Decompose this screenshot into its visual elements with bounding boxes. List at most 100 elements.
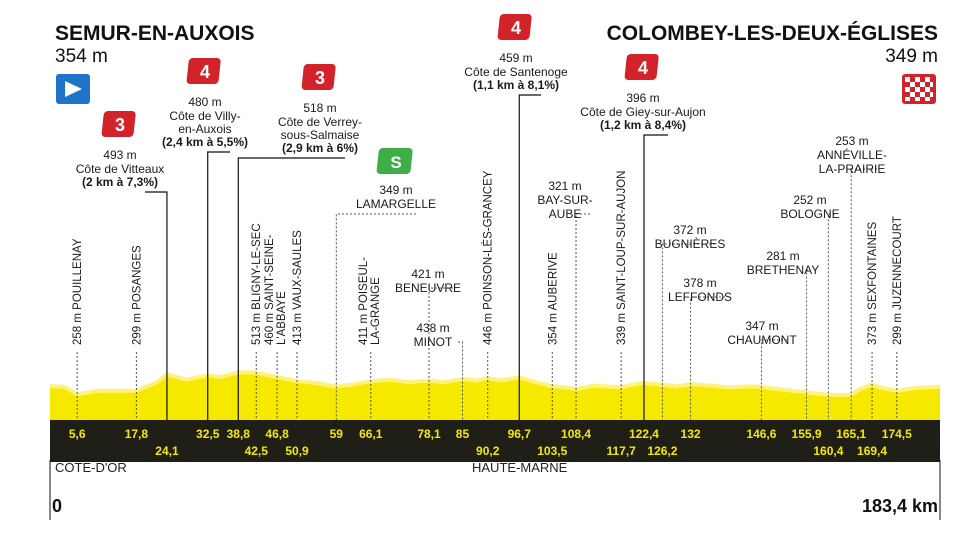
climb-altitude: 396 m (626, 91, 659, 105)
climb-name: Côte de Vitteaux (76, 162, 165, 176)
place-name: ANNÉVILLE- (817, 147, 887, 162)
place-label-vertical: 299 m POSANGES (131, 245, 143, 345)
place-name: BENEUVRE (395, 281, 461, 295)
climb-category-icon: 4 (186, 58, 221, 84)
place-label-vertical: 460 m SAINT-SEINE- (264, 234, 276, 345)
place-altitude: 372 m (673, 223, 706, 237)
km-label: 155,9 (792, 427, 822, 441)
km-label: 46,8 (265, 427, 289, 441)
climb-badge-shape (624, 54, 659, 80)
climb-category-label: 4 (638, 58, 648, 78)
climb-badge-shape (186, 58, 221, 84)
climb-category-icon: 4 (497, 14, 532, 40)
climb-category-icon: 4 (624, 54, 659, 80)
climb-badge-shape (497, 14, 532, 40)
km-label: 165,1 (836, 427, 866, 441)
finish-altitude: 349 m (885, 46, 938, 67)
place-label-vertical: 413 m VAUX-SAULES (292, 230, 304, 345)
start-name: SEMUR-EN-AUXOIS (55, 22, 255, 45)
finish-name: COLOMBEY-LES-DEUX-ÉGLISES (607, 22, 938, 45)
climb-detail: (1,2 km à 8,4%) (600, 118, 686, 132)
place-name: AUBE (549, 207, 582, 221)
km-label: 42,5 (245, 444, 269, 458)
place-name: LEFFONDS (668, 290, 732, 304)
place-label-vertical: 354 m AUBERIVE (547, 252, 559, 345)
km-label: 66,1 (359, 427, 383, 441)
km-bar (50, 420, 940, 462)
place-name: MINOT (414, 335, 453, 349)
place-name: BAY-SUR- (537, 193, 592, 207)
climb-name: Côte de Giey-sur-Aujon (580, 105, 705, 119)
place-label-vertical: 513 m BLIGNY-LE-SEC (251, 223, 263, 345)
km-label: 17,8 (125, 427, 149, 441)
place-altitude: 421 m (411, 267, 444, 281)
km-label: 174,5 (882, 427, 912, 441)
place-leader (850, 168, 877, 420)
climb-category-label: 3 (115, 115, 125, 135)
sprint-badge-letter: S (390, 153, 401, 172)
climb-detail: (2,4 km à 5,5%) (162, 135, 248, 149)
climb-altitude: 459 m (499, 51, 532, 65)
km-label: 160,4 (813, 444, 843, 458)
km-label: 132 (681, 427, 701, 441)
distance-end: 183,4 km (862, 496, 938, 516)
place-label-vertical: 373 m SEXFONTAINES (867, 222, 879, 345)
climb-leader (237, 157, 345, 420)
start-flag-icon (56, 74, 90, 104)
place-label-vertical: 411 m POISEUL- (358, 257, 370, 345)
km-label: 38,8 (227, 427, 251, 441)
km-label: 59 (330, 427, 344, 441)
climb-detail: (1,1 km à 8,1%) (473, 78, 559, 92)
sprint-badge-shape (376, 148, 413, 174)
place-name: BUGNIÈRES (655, 236, 726, 251)
finish-flag-icon (902, 74, 936, 104)
climb-name: Côte de Santenoge (464, 65, 568, 79)
climb-name: Côte de Verrey- (278, 115, 362, 129)
km-label: 96,7 (508, 427, 532, 441)
climb-altitude: 518 m (303, 101, 336, 115)
place-label-vertical: 446 m POINSON-LÈS-GRANCEY (482, 170, 495, 345)
km-label: 90,2 (476, 444, 500, 458)
km-label: 32,5 (196, 427, 220, 441)
distance-start: 0 (52, 496, 62, 516)
place-altitude: 378 m (683, 276, 716, 290)
climb-badge-shape (301, 64, 336, 90)
place-leader (827, 213, 835, 420)
department-haute-marne: HAUTE-MARNE (472, 460, 568, 475)
climb-leader (518, 94, 541, 420)
climb-name: Côte de Villy- (169, 109, 240, 123)
elevation-ridge (49, 370, 941, 398)
place-leader (661, 243, 715, 420)
climb-category-label: 4 (511, 18, 521, 38)
sprint-altitude: 349 m (379, 183, 412, 197)
start-altitude: 354 m (55, 46, 108, 67)
climb-leader (145, 191, 168, 420)
place-altitude: 253 m (835, 134, 868, 148)
climb-name: sous-Salmaise (281, 128, 360, 142)
climb-detail: (2,9 km à 6%) (282, 141, 358, 155)
place-leader (806, 269, 808, 420)
climb-altitude: 493 m (103, 148, 136, 162)
km-label: 24,1 (155, 444, 179, 458)
km-label: 50,9 (285, 444, 309, 458)
place-name: LA-PRAIRIE (819, 162, 886, 176)
climb-leader (207, 151, 230, 420)
place-altitude: 321 m (548, 179, 581, 193)
climb-leader (643, 134, 668, 420)
km-label: 122,4 (629, 427, 659, 441)
sprint-name: LAMARGELLE (356, 197, 436, 211)
place-label-vertical: LA-GRANGE (370, 277, 382, 345)
climb-category-icon: 3 (101, 111, 136, 137)
place-name: CHAUMONT (727, 333, 797, 347)
km-label: 85 (456, 427, 470, 441)
place-leader (458, 341, 463, 420)
climb-category-label: 4 (200, 62, 210, 82)
department-cote-dor: CÔTE-D'OR (55, 460, 127, 475)
climb-category-label: 3 (315, 68, 325, 88)
